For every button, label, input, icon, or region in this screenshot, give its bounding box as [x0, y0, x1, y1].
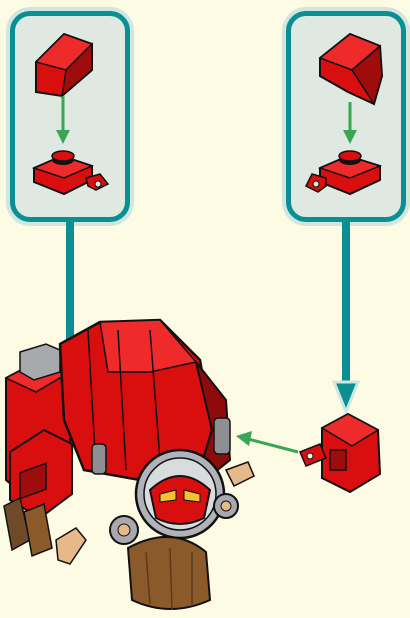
right-leader-line: [334, 222, 358, 412]
left-clip-plate-piece: [34, 151, 108, 194]
left-green-arrow: [56, 96, 70, 144]
robot-face: [136, 450, 224, 538]
main-robot-model: [4, 320, 380, 610]
right-green-arrow: [343, 102, 357, 144]
attach-green-arrow: [236, 431, 298, 452]
left-wedge-piece: [36, 34, 92, 96]
red-clip-brick-right: [300, 414, 380, 492]
right-clip-plate-piece: [306, 151, 380, 194]
right-wedge-piece: [320, 34, 382, 104]
